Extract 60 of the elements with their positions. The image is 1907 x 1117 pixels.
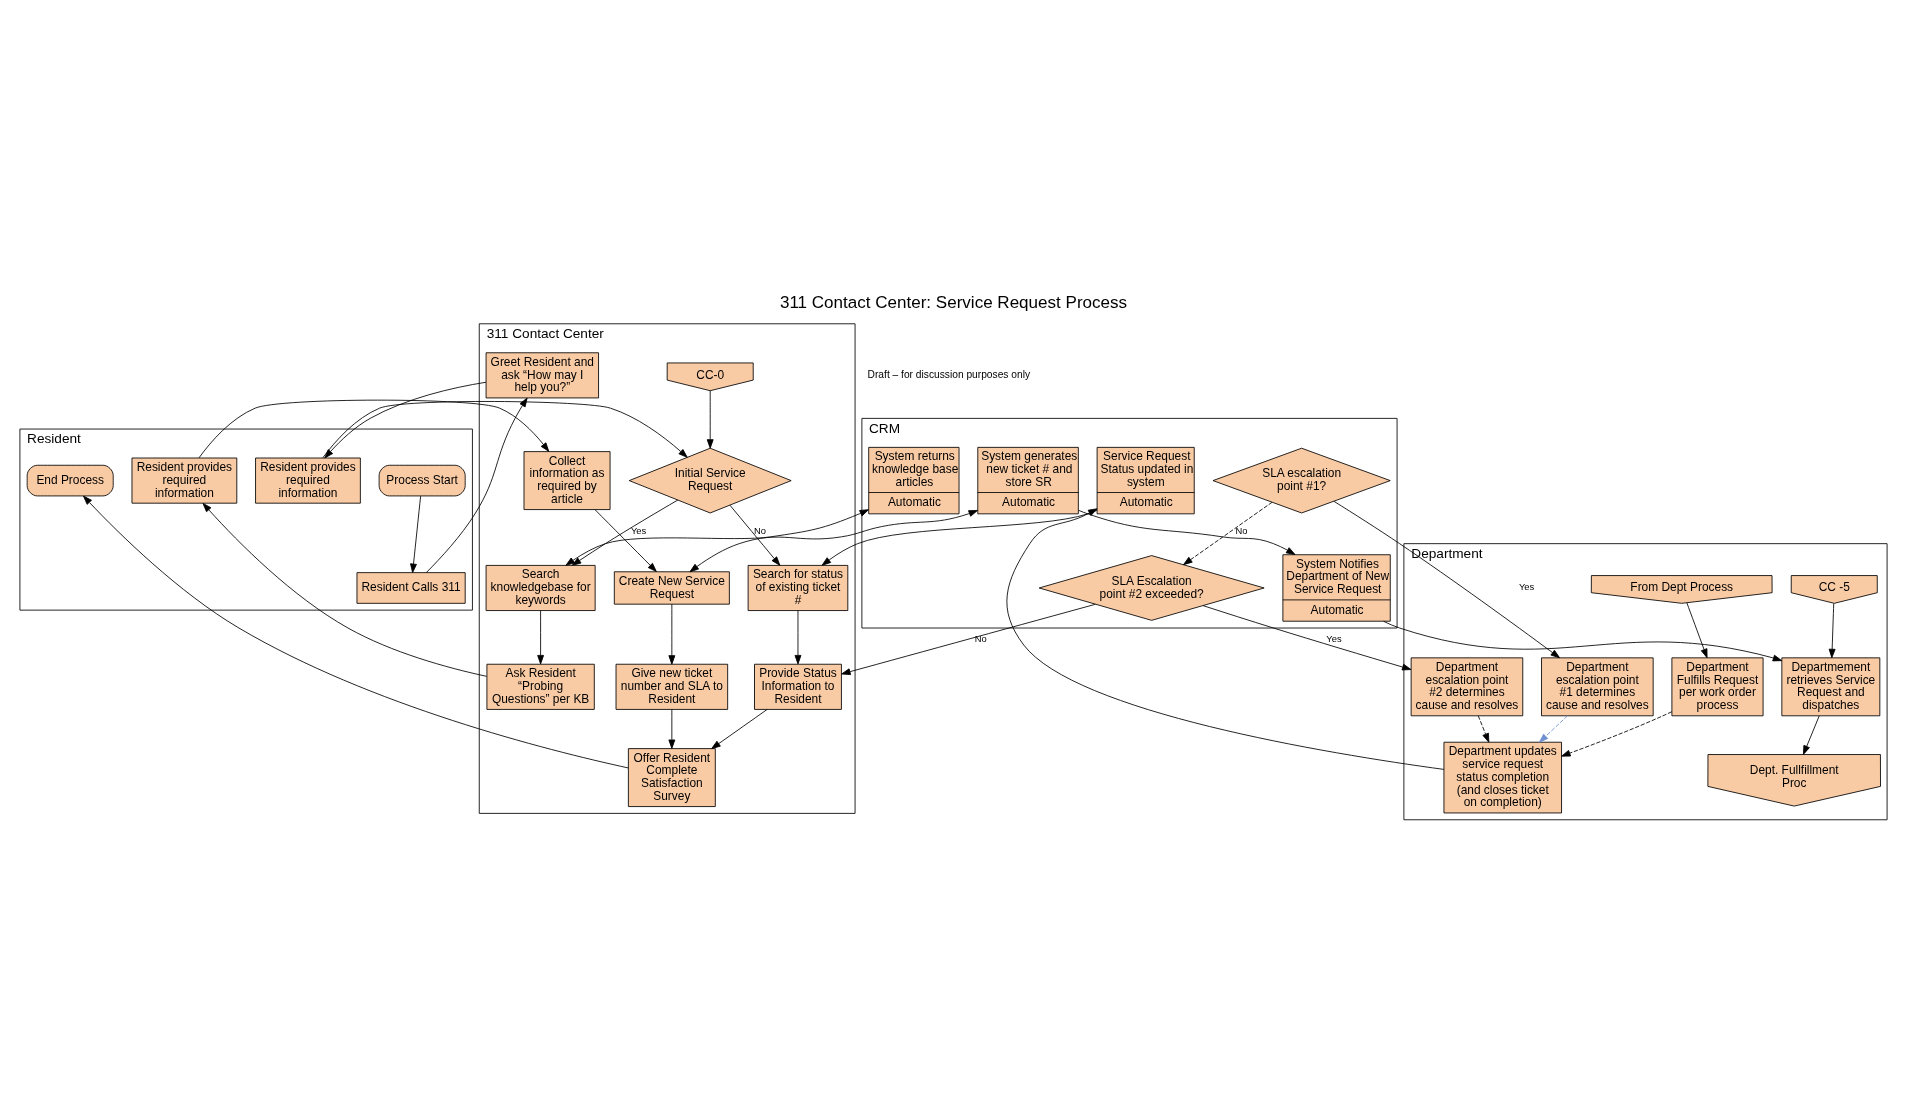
node-box: Department escalation point #1 determines cause and resolves — [1541, 656, 1654, 716]
node-box: Ask Resident “Probing Questions” per KB — [486, 663, 595, 710]
arrow — [706, 389, 714, 449]
node-box: Search knowledgebase for keywords — [485, 564, 596, 611]
edge-label: Yes — [1518, 581, 1535, 592]
node-box: Collect information as required by article — [523, 450, 611, 510]
arrow — [1802, 714, 1820, 755]
node-box: Give new ticket number and SLA to Resident — [615, 663, 729, 710]
node-box: Process Start — [378, 464, 466, 496]
node-box: Department escalation point #2 determines cause and resolves — [1410, 656, 1524, 716]
node-box: Offer Resident Complete Satisfaction Survey — [627, 747, 716, 807]
arrow — [322, 400, 688, 458]
arrow — [1006, 507, 1445, 770]
arrow — [1383, 620, 1783, 661]
arrow — [821, 509, 1098, 566]
edge-label: Yes — [1326, 633, 1342, 644]
arrow — [83, 495, 629, 768]
arrow — [1828, 602, 1836, 658]
arrow — [711, 708, 768, 749]
node-box: End Process — [26, 464, 114, 496]
edge-label: No — [974, 633, 987, 644]
node-box: Provide Status Information to Resident — [754, 663, 842, 710]
arrow — [202, 502, 488, 677]
arrow — [537, 609, 544, 664]
arrow — [324, 381, 487, 458]
arrow — [794, 609, 802, 664]
arrow — [565, 508, 869, 566]
arrow — [668, 708, 676, 749]
node-box: Search for status of existing ticket # — [747, 564, 849, 611]
node-box: Departmement retrieves Service Request and dispatches — [1781, 656, 1881, 716]
node-box: Greet Resident and ask “How may I help you?” — [485, 351, 599, 398]
arrow — [689, 509, 978, 572]
node-box: Resident Calls 311 — [356, 571, 466, 604]
arrow — [410, 495, 422, 573]
node-box: Create New Service Request — [613, 570, 730, 605]
arrow — [668, 603, 676, 665]
arrow — [425, 397, 528, 573]
edge-label: Yes — [630, 525, 647, 536]
arrow — [198, 399, 550, 458]
arrow — [1202, 604, 1412, 670]
edge-label: No — [754, 525, 767, 536]
arrow — [1183, 501, 1273, 565]
arrow — [594, 508, 657, 572]
label: Draft – for discussion purposes only — [867, 368, 1031, 380]
node-diamond: SLA escalation point #1? — [1212, 447, 1391, 513]
arrow — [571, 499, 679, 566]
arrow — [1477, 714, 1490, 743]
arrow — [1539, 714, 1568, 743]
arrow — [1333, 500, 1560, 658]
arrow — [1078, 509, 1296, 555]
node-box: Department updates service request status completion (and closes ticket on completion) — [1443, 741, 1562, 813]
arrow — [1561, 710, 1673, 757]
node-box: Resident provides required information — [255, 457, 361, 504]
edge-label: No — [1235, 525, 1248, 536]
arrow — [841, 603, 1096, 675]
diagram-title: 311 Contact Center: Service Request Process — [779, 292, 1128, 312]
node-box: Department Fulfills Request per work order process — [1671, 656, 1764, 716]
arrow — [1686, 601, 1708, 658]
node-box: Resident provides required information — [131, 457, 238, 504]
arrow — [729, 504, 781, 566]
